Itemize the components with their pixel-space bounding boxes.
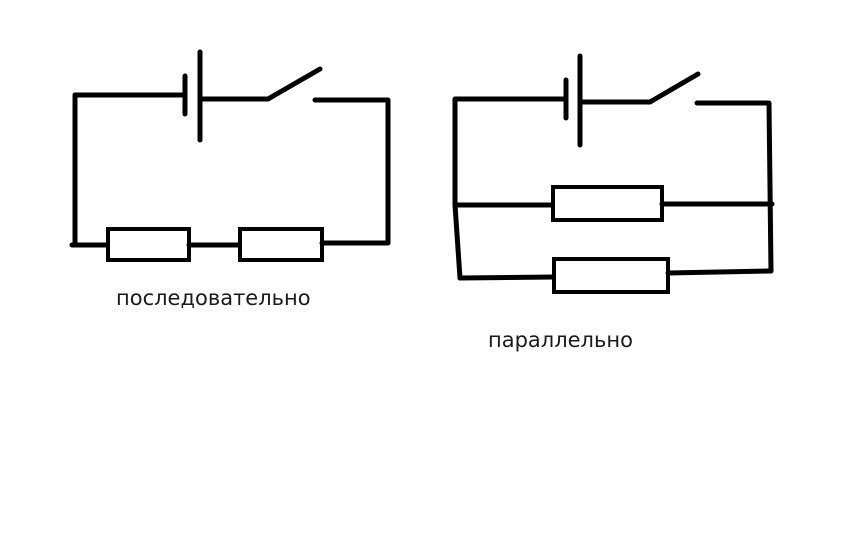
parallel-caption: параллельно bbox=[488, 328, 633, 352]
parallel-top-left-wire bbox=[452, 96, 569, 281]
series-resistor-1 bbox=[106, 227, 191, 262]
parallel-switch-lever bbox=[647, 71, 701, 105]
series-switch-lever bbox=[265, 66, 323, 102]
parallel-branch-2-left-wire bbox=[457, 274, 557, 281]
series-resistor-2 bbox=[238, 227, 324, 262]
parallel-branch-2-right-wire bbox=[665, 268, 774, 276]
parallel-resistor-2 bbox=[552, 257, 670, 294]
parallel-circuit bbox=[452, 53, 775, 294]
series-right-wire bbox=[312, 97, 391, 246]
series-top-left-wire bbox=[72, 92, 188, 248]
parallel-resistor-1 bbox=[551, 185, 664, 222]
parallel-right-wire bbox=[694, 100, 774, 274]
series-caption: последовательно bbox=[116, 286, 311, 310]
series-circuit bbox=[69, 49, 391, 262]
